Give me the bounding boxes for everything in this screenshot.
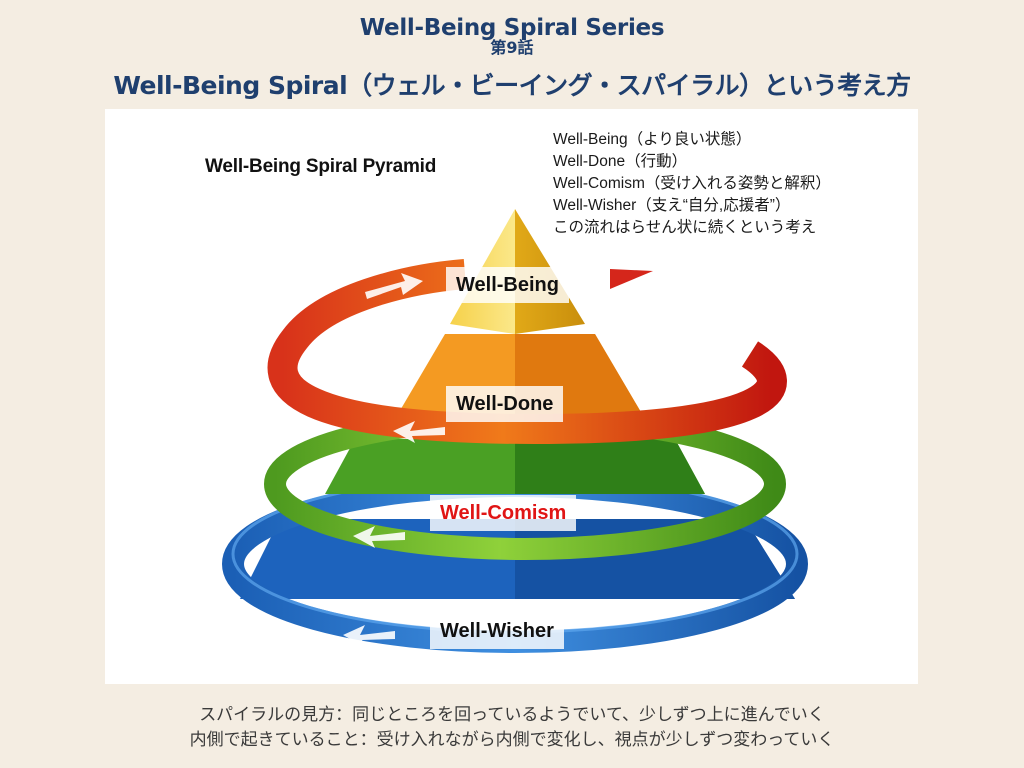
- spiral-pyramid-illustration: [222, 209, 808, 653]
- legend-item-well-being: Well-Being（より良い状態）: [553, 131, 752, 148]
- footer-line-1: スパイラルの見方：同じところを回っているようでいて、少しずつ上に進んでいく: [199, 705, 825, 725]
- legend-item-well-comism: Well-Comism（受け入れる姿勢と解釈）: [553, 175, 831, 192]
- red-arrow-head: [610, 269, 653, 289]
- diagram-panel: Well-Being Spiral Pyramid Well-Being（より良…: [105, 109, 918, 684]
- page-title: Well-Being Spiral（ウェル・ビーイング・スパイラル）という考え方: [113, 71, 911, 100]
- level-label-well-done: Well-Done: [446, 386, 564, 422]
- legend-item-well-done: Well-Done（行動）: [553, 153, 688, 170]
- red-ring: [267, 259, 787, 445]
- flow-arrows: [343, 273, 445, 647]
- legend-note: この流れはらせん状に続くという考え: [553, 219, 817, 236]
- legend: Well-Being（より良い状態） Well-Done（行動） Well-Co…: [553, 129, 831, 239]
- legend-item-well-wisher: Well-Wisher（支え“自分,応援者”）: [553, 197, 791, 214]
- series-title: Well-Being Spiral Series: [359, 15, 665, 41]
- level-label-well-being: Well-Being: [446, 267, 569, 303]
- level-label-well-wisher: Well-Wisher: [430, 613, 564, 649]
- green-tier: [325, 439, 705, 494]
- episode-number: 第9話: [490, 38, 534, 57]
- level-label-well-comism: Well-Comism: [430, 495, 577, 531]
- diagram-title: Well-Being Spiral Pyramid: [205, 156, 437, 177]
- footer-line-2: 内側で起きていること：受け入れながら内側で変化し、視点が少しずつ変わっていく: [189, 730, 835, 750]
